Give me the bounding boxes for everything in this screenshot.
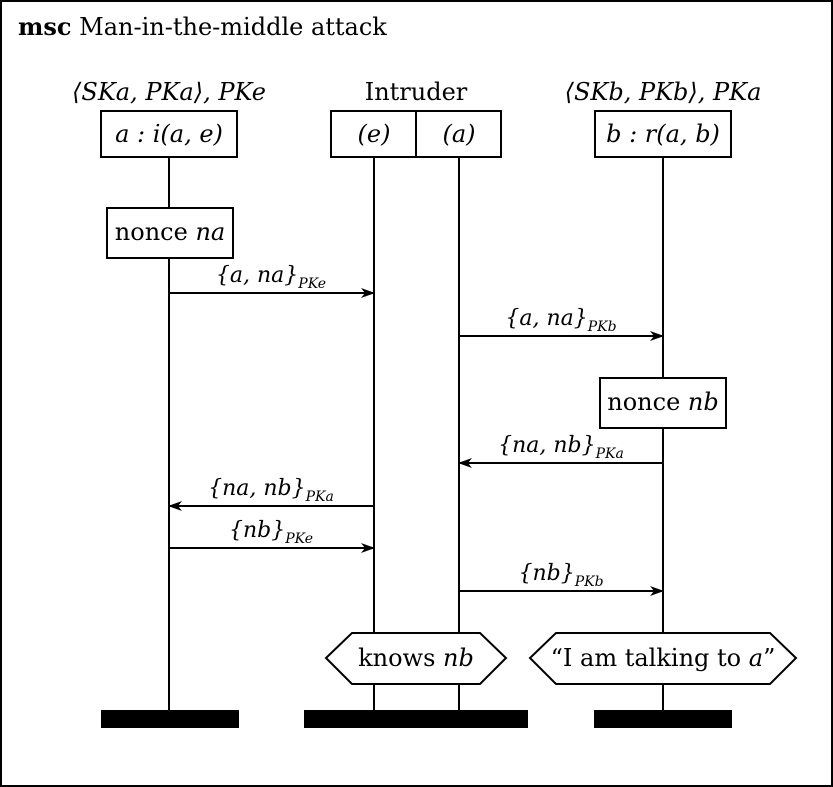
instance-b-box <box>594 110 732 158</box>
action-nonce-nb: nonce nb <box>607 388 718 416</box>
message-label-6: {nb}PKb <box>518 561 603 590</box>
message-body-2: {a, na} <box>505 306 587 331</box>
instance-b-end-bar <box>594 710 732 728</box>
message-body-5: {nb} <box>229 518 285 543</box>
intruder-header: Intruder <box>365 78 468 106</box>
message-key-2: PKb <box>587 319 617 335</box>
message-label-4: {na, nb}PKa <box>208 476 334 505</box>
message-body-6: {nb} <box>518 561 574 586</box>
condition-talking-suffix: ” <box>763 644 775 672</box>
instance-b-label: b : r(a, b) <box>606 120 720 148</box>
message-key-6: PKb <box>574 574 604 590</box>
instance-a-label: a : i(a, e) <box>115 120 223 148</box>
condition-knows-var: nb <box>443 644 474 672</box>
message-body-4: {na, nb} <box>208 476 306 501</box>
diagram-title-text: Man-in-the-middle attack <box>79 13 387 41</box>
action-nonce-nb-box <box>599 377 727 429</box>
message-body-1: {a, na} <box>216 263 298 288</box>
intruder-right-label: (a) <box>442 120 475 148</box>
message-key-5: PKe <box>284 531 313 547</box>
action-nonce-nb-var: nb <box>688 388 719 416</box>
message-label-1: {a, na}PKe <box>216 263 326 292</box>
instance-a-knowledge: ⟨SKa, PKa⟩, PKe <box>72 78 266 106</box>
condition-talking-to-a: “I am talking to a” <box>551 644 776 672</box>
message-label-2: {a, na}PKb <box>505 306 616 335</box>
diagram-title: msc Man-in-the-middle attack <box>18 12 387 41</box>
condition-knows-nb-hexagon <box>324 632 508 685</box>
instance-a-end-bar <box>101 710 239 728</box>
action-nonce-na-box <box>106 207 234 259</box>
message-label-5: {nb}PKe <box>229 518 313 547</box>
condition-knows-prefix: knows <box>358 644 443 672</box>
condition-talking-to-a-hexagon <box>528 632 798 685</box>
message-key-1: PKe <box>297 276 326 292</box>
condition-knows-nb: knows nb <box>358 644 474 672</box>
condition-talking-prefix: “I am talking to <box>551 644 749 672</box>
message-label-3: {na, nb}PKa <box>498 433 624 462</box>
action-nonce-na: nonce na <box>115 218 225 246</box>
action-nonce-na-prefix: nonce <box>115 218 196 246</box>
instance-b-knowledge: ⟨SKb, PKb⟩, PKa <box>565 78 762 106</box>
intruder-end-bar <box>304 710 528 728</box>
action-nonce-na-var: na <box>195 218 225 246</box>
msc-keyword: msc <box>18 12 72 41</box>
message-body-3: {na, nb} <box>498 433 596 458</box>
condition-talking-var: a <box>749 644 763 672</box>
intruder-left-label: (e) <box>358 120 391 148</box>
message-key-3: PKa <box>595 446 624 462</box>
message-key-4: PKa <box>305 489 334 505</box>
action-nonce-nb-prefix: nonce <box>607 388 688 416</box>
instance-a-box <box>100 110 238 158</box>
